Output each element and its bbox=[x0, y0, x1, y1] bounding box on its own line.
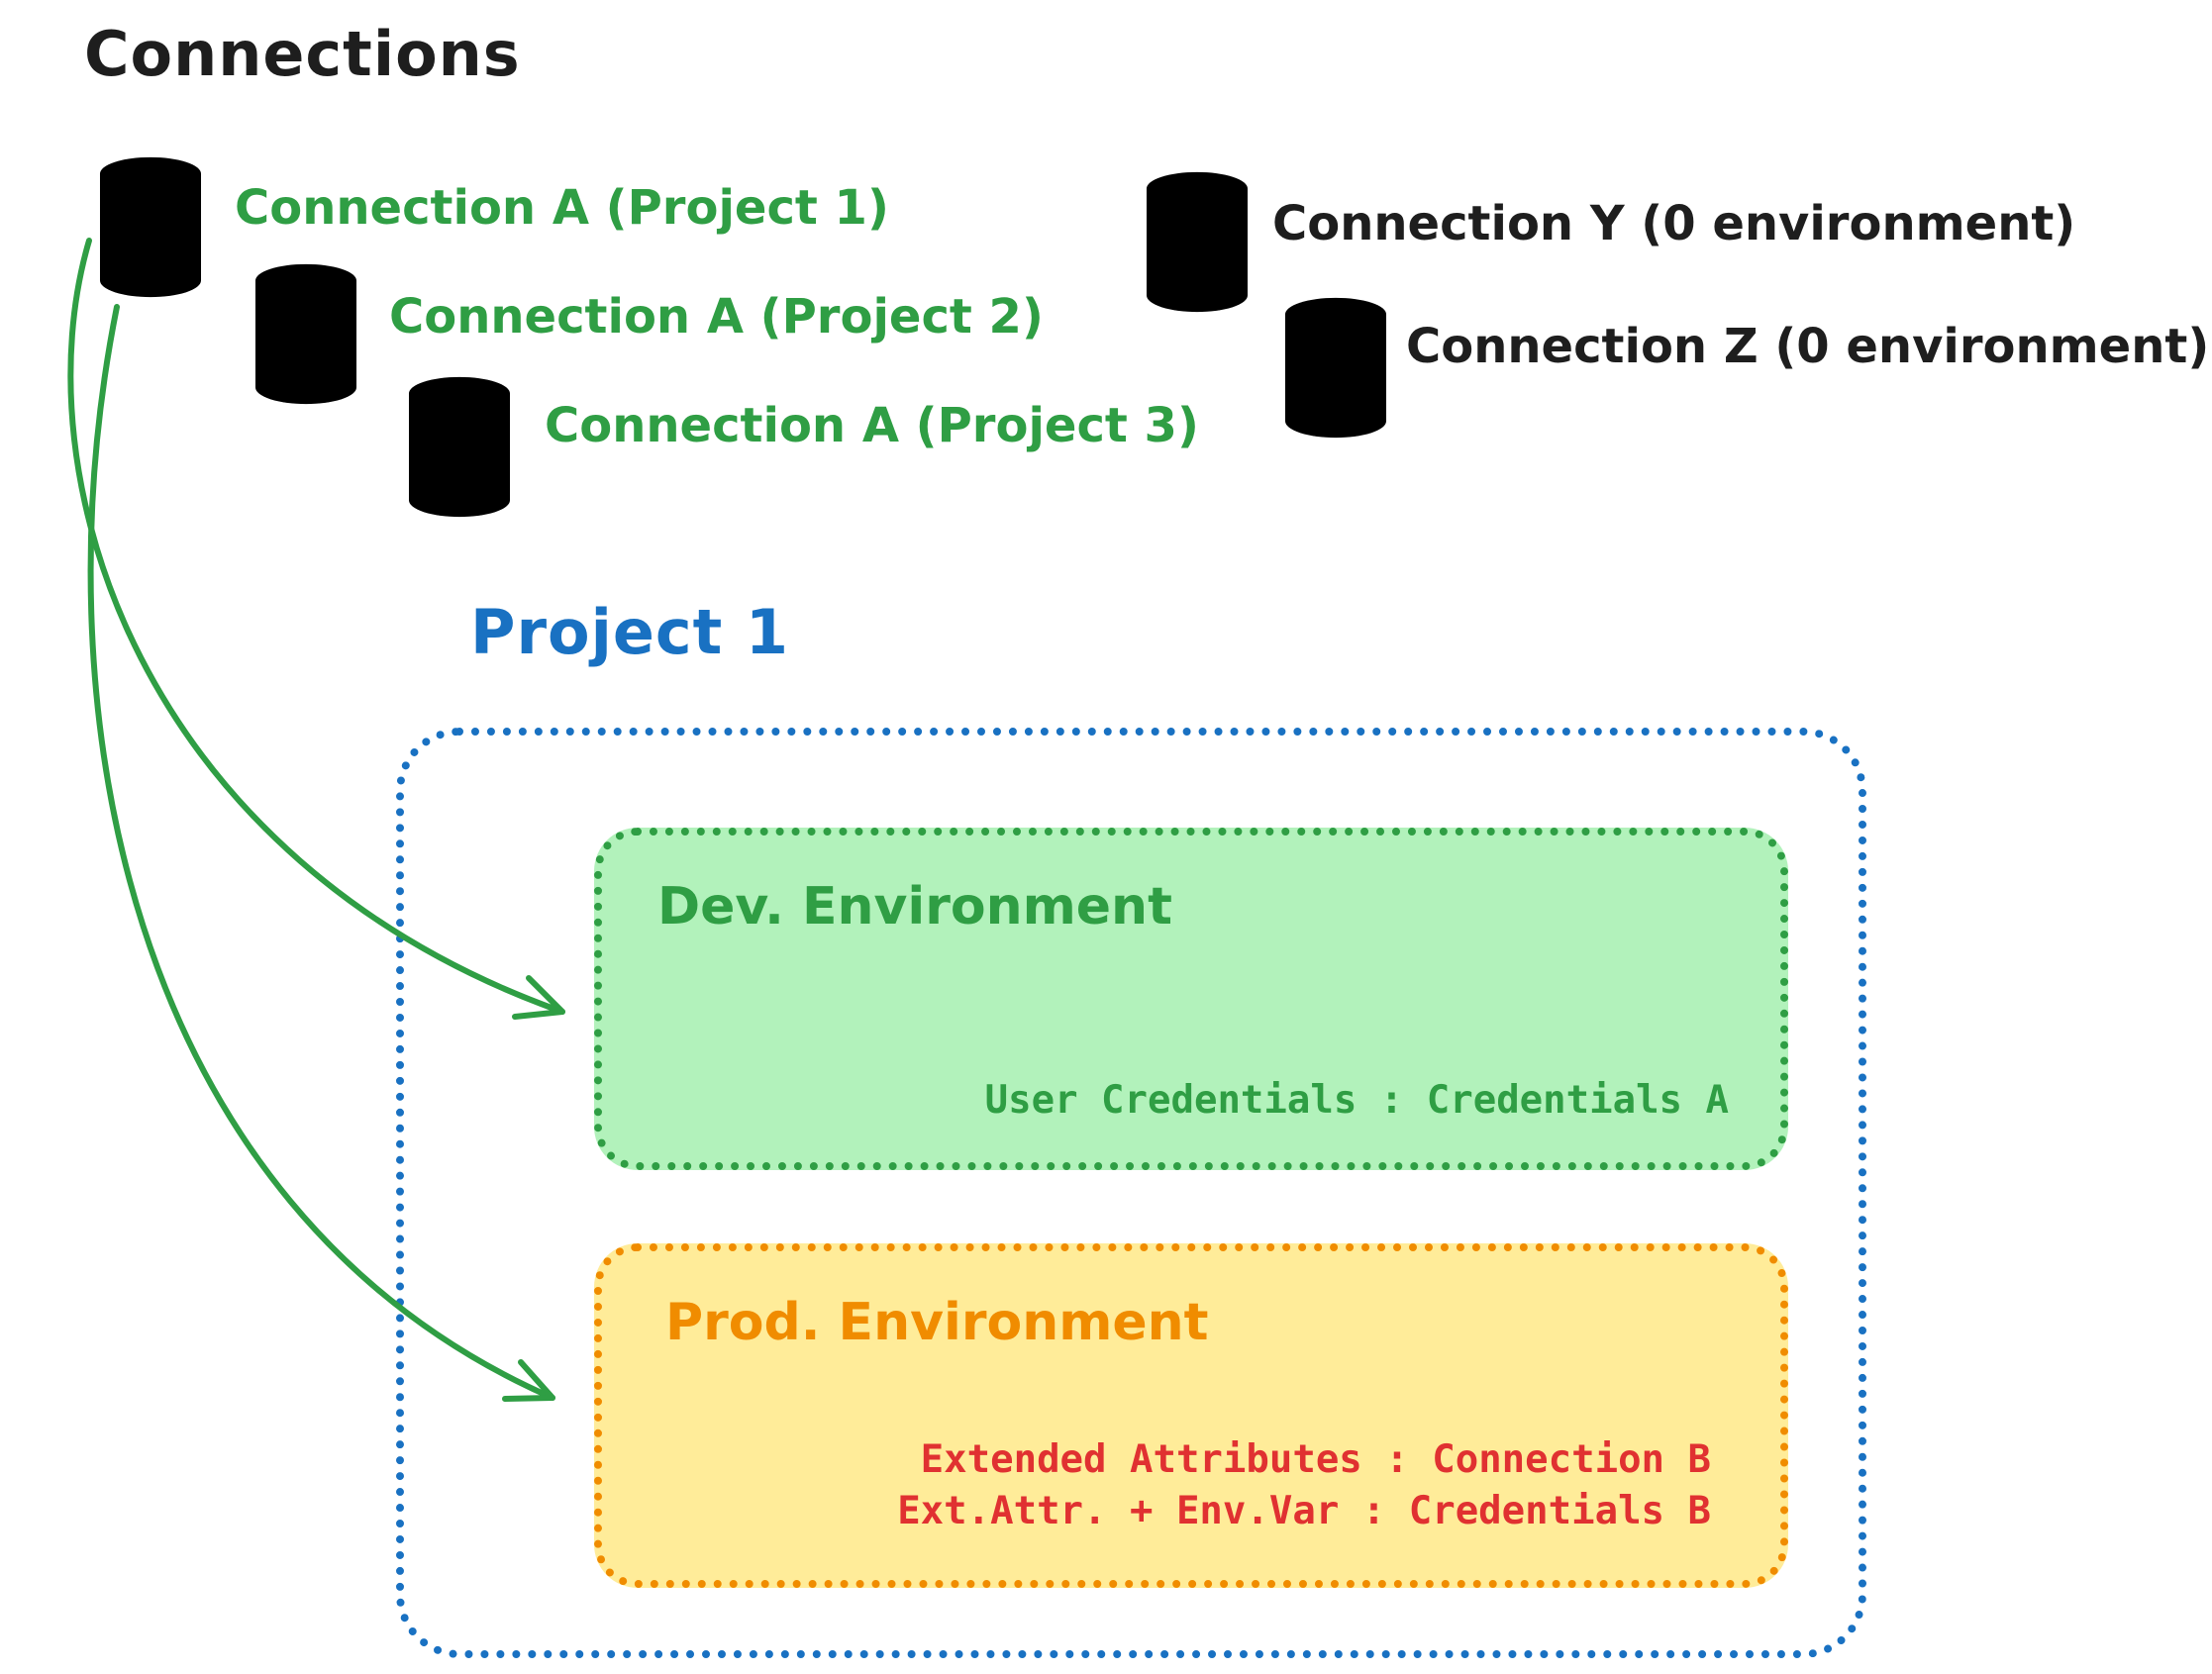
diagram-title: Connections bbox=[84, 18, 521, 90]
dev-credentials-text: User Credentials : Credentials A bbox=[984, 1078, 1729, 1123]
connection-label: Connection A (Project 2) bbox=[389, 289, 1044, 345]
database-icon bbox=[401, 368, 518, 522]
database-icon bbox=[1277, 289, 1394, 443]
database-icon bbox=[248, 255, 364, 409]
dev-environment-box: Dev. Environment User Credentials : Cred… bbox=[594, 828, 1788, 1170]
prod-attributes-line: Ext.Attr. + Env.Var : Credentials B bbox=[897, 1489, 1711, 1534]
connection-label: Connection A (Project 1) bbox=[235, 180, 889, 236]
connection-label: Connection A (Project 3) bbox=[545, 398, 1199, 453]
dev-environment-title: Dev. Environment bbox=[657, 877, 1172, 936]
prod-environment-box: Prod. Environment Extended Attributes : … bbox=[594, 1243, 1788, 1588]
project-container: Dev. Environment User Credentials : Cred… bbox=[396, 728, 1866, 1658]
connection-label: Connection Y (0 environment) bbox=[1272, 196, 2076, 251]
prod-attributes-line: Extended Attributes : Connection B bbox=[920, 1436, 1711, 1482]
connection-label: Connection Z (0 environment) bbox=[1406, 319, 2210, 374]
database-icon bbox=[92, 148, 209, 302]
prod-attributes-text: Extended Attributes : Connection B Ext.A… bbox=[897, 1434, 1711, 1538]
database-icon bbox=[1139, 163, 1256, 317]
prod-environment-title: Prod. Environment bbox=[665, 1293, 1209, 1352]
project-title: Project 1 bbox=[470, 596, 790, 668]
